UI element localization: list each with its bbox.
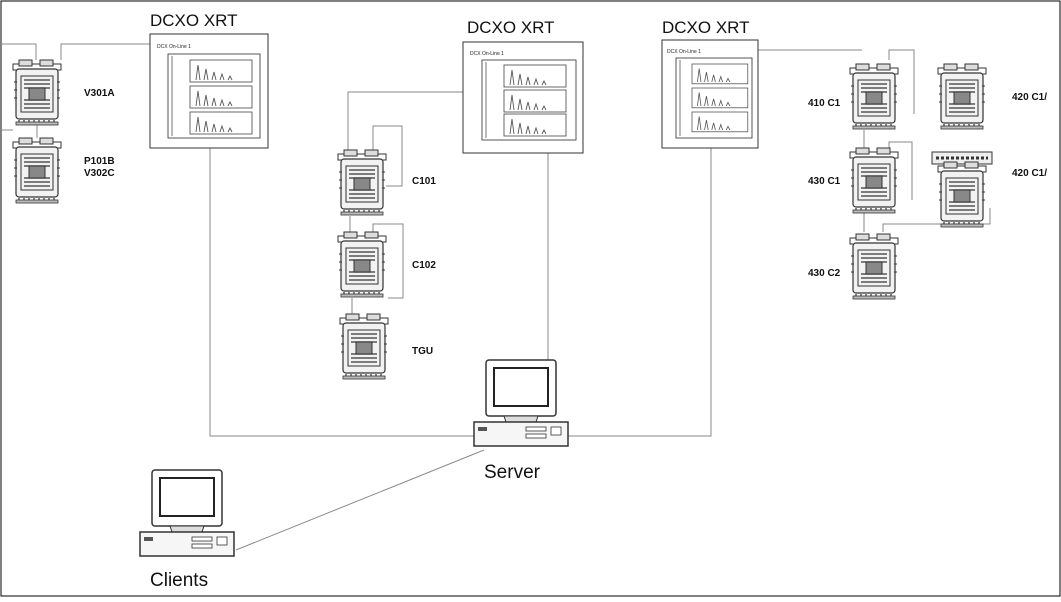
chart-panel <box>189 85 253 109</box>
device-c101: C101 <box>337 149 436 216</box>
device-410-c1: 410 C1 <box>808 63 899 130</box>
server-label: Server <box>484 462 541 483</box>
chart-panel <box>189 111 253 135</box>
connector-line <box>888 49 915 114</box>
chart-panel <box>691 111 749 133</box>
device-420-c1-upper: 420 C1/ <box>937 63 1047 130</box>
chart-panel <box>691 63 749 85</box>
workstation-3: DCXO XRT DCX On-Line 1 <box>661 18 759 149</box>
transmitter-icon <box>337 231 387 298</box>
device-label: 430 C2 <box>808 268 841 279</box>
workstation-2: DCXO XRT DCX On-Line 1 <box>462 18 584 154</box>
connector-line <box>568 148 712 437</box>
chart-panel <box>503 89 567 113</box>
clients: Clients <box>139 469 235 591</box>
window-title: DCX On-Line 1 <box>157 44 191 50</box>
transmitter-icon <box>849 63 899 130</box>
device-label: C101 <box>412 176 436 187</box>
workstation-title: DCXO XRT <box>662 18 750 37</box>
network-connections <box>1 43 991 551</box>
workstation-title: DCXO XRT <box>467 18 555 37</box>
connector-line <box>209 148 475 437</box>
chart-panel <box>691 87 749 109</box>
window-title: DCX On-Line 1 <box>667 49 701 55</box>
device-430-c2: 430 C2 <box>808 233 899 300</box>
device-label: V301A <box>84 88 115 99</box>
connector-line <box>60 43 150 60</box>
device-430-c1: 430 C1 <box>808 147 899 214</box>
connector-line <box>347 91 463 154</box>
device-420-c1-lower: 420 C1/ <box>931 151 1047 228</box>
transmitter-icon <box>937 63 987 130</box>
computer-icon <box>139 469 235 557</box>
chart-panel <box>503 113 567 137</box>
device-label: V302C <box>84 168 115 179</box>
transmitter-icon <box>339 313 389 380</box>
transmitter-icon <box>937 161 987 228</box>
workstation-1: DCXO XRT DCX On-Line 1 <box>149 11 269 149</box>
transmitter-icon <box>12 59 62 126</box>
device-label: C102 <box>412 260 436 271</box>
device-label: 430 C1 <box>808 176 841 187</box>
connector-line <box>372 125 403 187</box>
device-label: 420 C1/ <box>1012 92 1047 103</box>
transmitter-icon <box>849 233 899 300</box>
connector-line <box>1 43 37 60</box>
workstation-title: DCXO XRT <box>150 11 238 30</box>
device-label: P101B <box>84 156 115 167</box>
device-label: TGU <box>412 346 433 357</box>
window-title: DCX On-Line 1 <box>470 51 504 57</box>
clients-label: Clients <box>150 570 208 591</box>
connector-line <box>372 223 404 299</box>
transmitter-icon <box>337 149 387 216</box>
connector-line <box>888 141 913 200</box>
transmitter-icon <box>12 137 62 204</box>
device-label: 420 C1/ <box>1012 168 1047 179</box>
device-c102: C102 <box>337 231 436 298</box>
connector-line <box>235 449 485 551</box>
chart-panel <box>503 64 567 88</box>
computer-icon <box>473 359 569 447</box>
device-p101b: P101B V302C <box>12 137 115 204</box>
device-tgu: TGU <box>339 313 433 380</box>
chart-panel <box>189 59 253 83</box>
transmitter-icon <box>849 147 899 214</box>
device-label: 410 C1 <box>808 98 841 109</box>
connector-line <box>882 208 991 232</box>
server: Server <box>473 359 569 483</box>
device-v301a: V301A <box>12 59 115 126</box>
